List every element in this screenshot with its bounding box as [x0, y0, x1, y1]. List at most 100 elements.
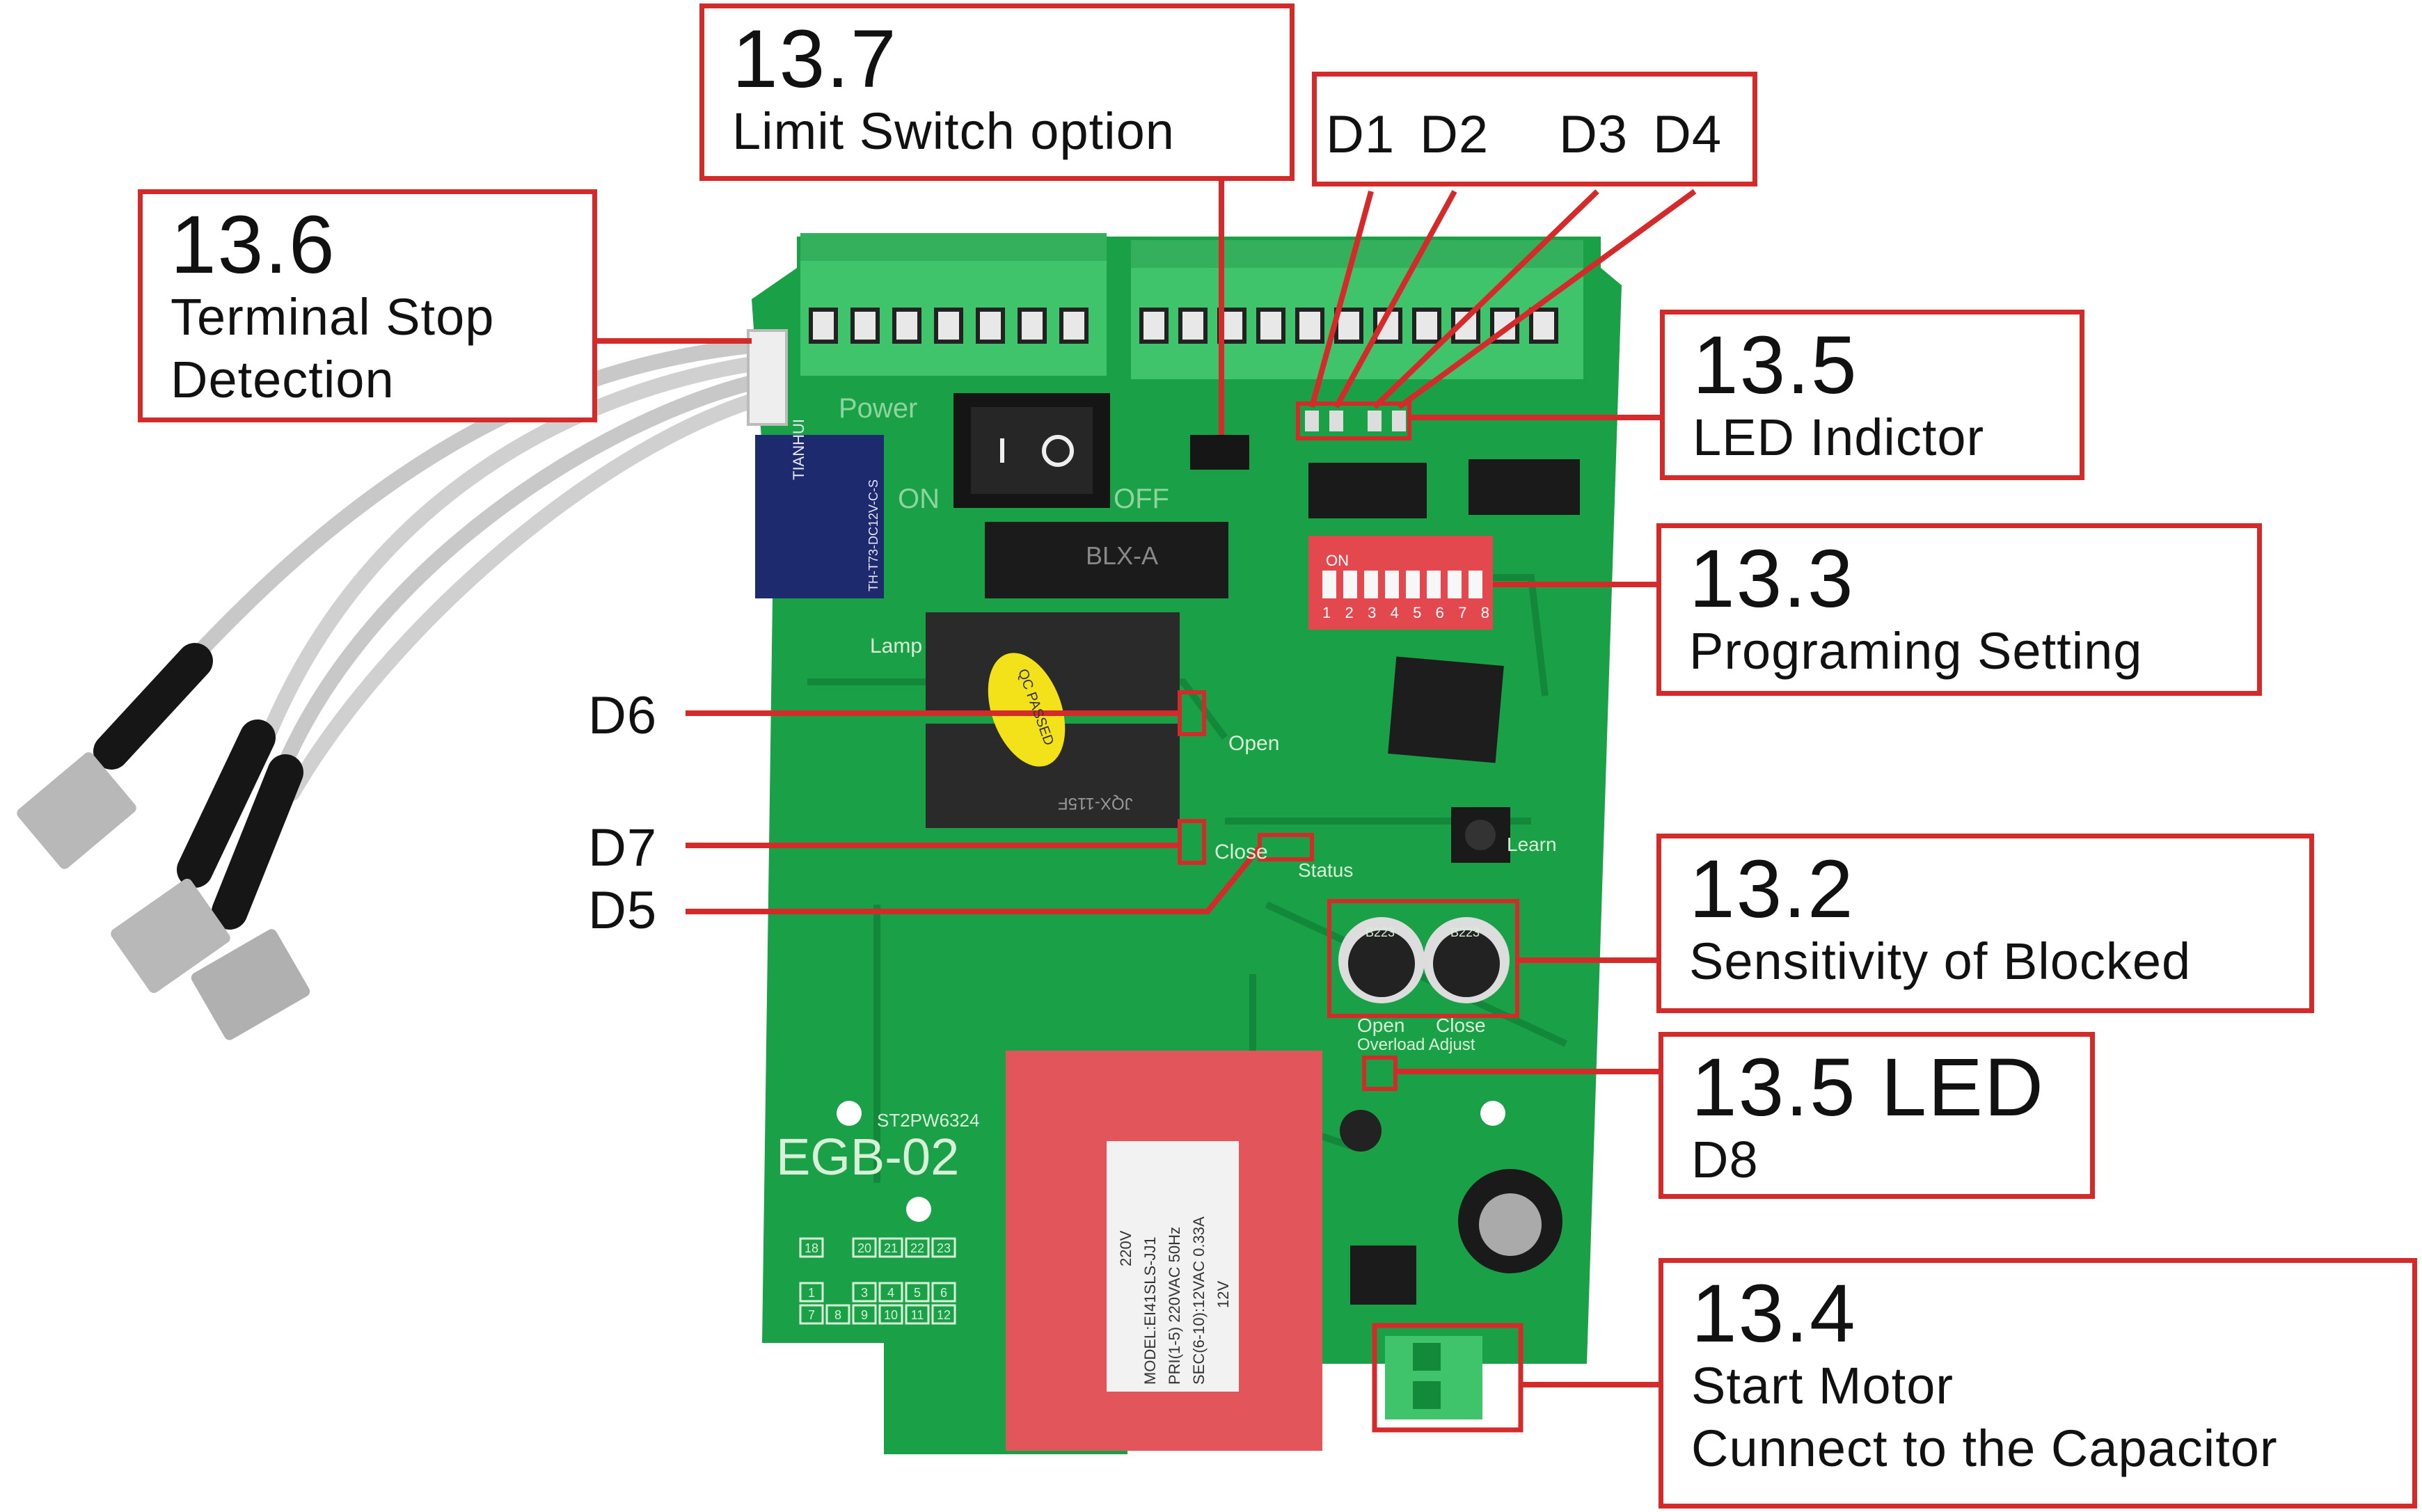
- dip-on-label: ON: [1326, 552, 1349, 569]
- label-d7: D7: [588, 818, 658, 877]
- transformer: [1006, 1051, 1322, 1451]
- callout-13-5-number: 13.5: [1693, 319, 1858, 411]
- terminal-screw: [1178, 308, 1208, 344]
- pin-number: 6: [940, 1286, 947, 1300]
- pin-pad: [852, 1237, 877, 1258]
- terminal-screw: [1256, 308, 1285, 344]
- pin-number: 12: [937, 1308, 951, 1322]
- label-d5: D5: [588, 881, 658, 940]
- label-d6: D6: [588, 686, 658, 745]
- terminal-block-left: [800, 233, 1107, 376]
- dip-number: 5: [1413, 604, 1422, 621]
- pin-number: 4: [887, 1286, 894, 1300]
- pin-pad: [931, 1237, 956, 1258]
- pin-pad: [905, 1304, 930, 1325]
- power-switch: [953, 393, 1110, 508]
- callout-13-4-text1: Start Motor: [1691, 1357, 1954, 1415]
- ic-chip-1: [1308, 463, 1427, 518]
- callout-13-3: 13.3 Programing Setting: [1656, 523, 2262, 696]
- transformer-line-4: SEC(6-10):12VAC 0.33A: [1190, 1216, 1208, 1385]
- mount-hole: [837, 1101, 862, 1126]
- led-d7: [1178, 819, 1206, 865]
- terminal-screw: [809, 308, 838, 344]
- regulator: [1350, 1246, 1416, 1305]
- pin-pad: [825, 1304, 850, 1325]
- pin-number: 3: [861, 1286, 868, 1300]
- dip-number: 6: [1435, 604, 1444, 621]
- dip-number: 3: [1368, 604, 1377, 621]
- pot-label-2: B223: [1450, 925, 1480, 939]
- pin-pad: [799, 1282, 824, 1303]
- pin-number: 23: [937, 1241, 951, 1255]
- callout-13-6-text2: Detection: [171, 351, 395, 409]
- wire-harness: [93, 337, 773, 930]
- pin-number: 11: [911, 1308, 924, 1322]
- callout-13-5: 13.5 LED Indictor: [1660, 310, 2084, 480]
- dip-key: [1364, 571, 1378, 598]
- terminal-screw: [1018, 308, 1047, 344]
- callout-13-2-number: 13.2: [1689, 843, 1855, 935]
- callout-13-4-text2: Cunnect to the Capacitor: [1691, 1419, 2278, 1478]
- silk-overload-open: Open: [1357, 1014, 1405, 1036]
- silk-overload-adjust: Overload Adjust: [1357, 1035, 1475, 1054]
- transformer-line-2: MODEL:EI41SLS-JJ1: [1141, 1236, 1159, 1385]
- callout-13-7: 13.7 Limit Switch option: [699, 3, 1295, 181]
- pin-pad: [799, 1304, 824, 1325]
- callout-13-5-led-number: 13.5 LED: [1691, 1042, 2045, 1133]
- callout-13-7-text: Limit Switch option: [732, 102, 1175, 160]
- silk-lamp: Lamp: [870, 635, 923, 658]
- dip-number: 2: [1345, 604, 1354, 621]
- callout-13-5-led-text: D8: [1691, 1131, 1759, 1188]
- callout-13-4-number: 13.4: [1691, 1268, 1857, 1360]
- callout-13-7-number: 13.7: [732, 13, 898, 105]
- pin-number: 21: [884, 1241, 898, 1255]
- mount-hole: [1480, 1101, 1505, 1126]
- pin-pad: [878, 1282, 903, 1303]
- dip-key: [1322, 571, 1336, 598]
- silk-off: OFF: [1114, 484, 1169, 514]
- transformer-line-1: 220V: [1117, 1230, 1134, 1266]
- ic-chip-2: [1469, 459, 1580, 515]
- dip-key: [1406, 571, 1420, 598]
- pin-number: 8: [834, 1308, 841, 1322]
- terminal-screw: [1295, 308, 1324, 344]
- leader-lines: [595, 174, 1697, 1387]
- relay-brand: TIANHUI: [790, 419, 807, 480]
- dip-number: 4: [1390, 604, 1399, 621]
- dip-key: [1448, 571, 1462, 598]
- callout-13-3-number: 13.3: [1689, 533, 1855, 625]
- terminal-screw: [1059, 308, 1089, 344]
- silk-status: Status: [1298, 859, 1354, 881]
- led-label-frame: [1312, 72, 1757, 186]
- dip-number: 1: [1322, 604, 1331, 621]
- silk-close: Close: [1214, 841, 1268, 864]
- callout-13-5-led: 13.5 LED D8: [1659, 1032, 2095, 1199]
- relay-tianhui: [755, 435, 884, 598]
- stop-connector: [747, 329, 788, 426]
- pin-pad: [799, 1237, 824, 1258]
- terminal-screw: [1139, 308, 1169, 344]
- callout-13-2-text: Sensitivity of Blocked: [1689, 932, 2192, 990]
- dip-switch: [1308, 536, 1493, 630]
- qc-sticker: [988, 653, 1066, 767]
- fuse-label: BLX-A: [1086, 541, 1159, 570]
- motor-terminal: [1372, 1323, 1523, 1433]
- callout-13-6-number: 13.6: [171, 199, 336, 291]
- terminal-slots: [809, 308, 1558, 344]
- led-d5: [1258, 833, 1314, 861]
- pin-number: 7: [808, 1308, 815, 1322]
- callout-13-2: 13.2 Sensitivity of Blocked: [1656, 834, 2314, 1013]
- pin-pad: [931, 1304, 956, 1325]
- led-row-top: [1296, 401, 1411, 440]
- label-d1: D1: [1326, 105, 1395, 164]
- silk-model: EGB-02: [776, 1128, 960, 1186]
- pin-pad: [905, 1282, 930, 1303]
- silk-overload-close: Close: [1436, 1014, 1486, 1036]
- silk-serial: ST2PW6324: [877, 1110, 980, 1131]
- mcu-chip: [1388, 656, 1504, 763]
- capacitor-small: [1340, 1110, 1382, 1152]
- silk-on: ON: [898, 484, 940, 514]
- pin-pad: [852, 1282, 877, 1303]
- label-d2: D2: [1420, 105, 1489, 164]
